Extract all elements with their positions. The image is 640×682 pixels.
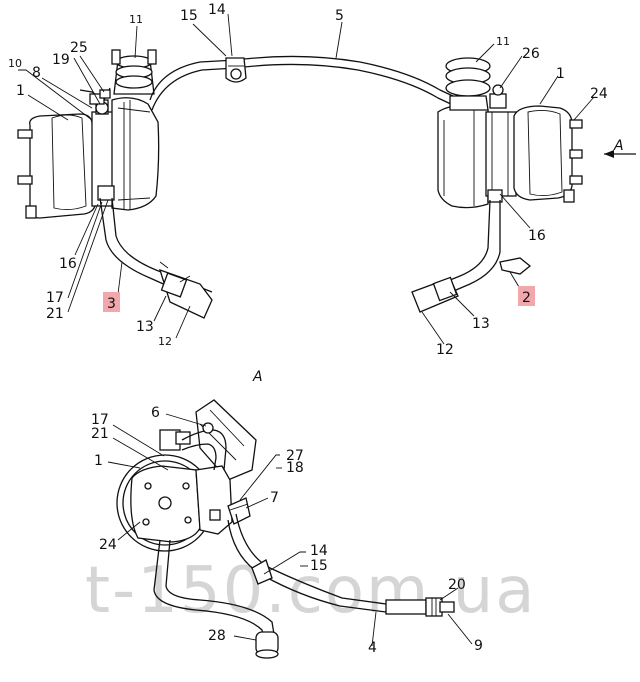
- label-25: 25: [70, 40, 88, 56]
- label-28: 28: [208, 628, 226, 644]
- label-17-top: 17: [46, 290, 64, 306]
- highlight-box-3: [103, 292, 120, 312]
- highlight-box-2: [518, 286, 535, 306]
- label-18: 18: [286, 460, 304, 476]
- label-1-view-a: 1: [94, 453, 103, 469]
- watermark: t-150.com.ua: [85, 554, 537, 628]
- view-arrow-a: A: [604, 138, 636, 158]
- right-turbocharger: [411, 57, 583, 313]
- label-12-left: 12: [158, 335, 172, 348]
- label-7: 7: [270, 490, 279, 506]
- label-24-view-a: 24: [99, 537, 117, 553]
- label-16-right: 16: [528, 228, 546, 244]
- label-27: 27: [286, 448, 304, 464]
- label-6: 6: [151, 405, 160, 421]
- view-a-assembly: [116, 399, 455, 659]
- label-11-top-left: 11: [129, 13, 143, 26]
- label-15-top: 15: [180, 8, 198, 24]
- label-5: 5: [335, 8, 344, 24]
- view-a-title: A: [252, 369, 263, 385]
- label-16-left: 16: [59, 256, 77, 272]
- label-14-view-a: 14: [310, 543, 328, 559]
- label-8: 8: [32, 65, 41, 81]
- label-26: 26: [522, 46, 540, 62]
- label-21-top: 21: [46, 306, 64, 322]
- label-11-top-right: 11: [496, 35, 510, 48]
- label-13-right: 13: [472, 316, 490, 332]
- part-labels: 11 15 14 5 10 8 19 25 1 16 17 21 3 13 12…: [8, 2, 608, 656]
- label-20: 20: [448, 577, 466, 593]
- left-turbocharger: [17, 49, 213, 319]
- label-19: 19: [52, 52, 70, 68]
- oil-supply-line: [149, 55, 471, 113]
- label-1-top-right: 1: [556, 66, 565, 82]
- label-12-right: 12: [436, 342, 454, 358]
- label-1-top-left: 1: [16, 83, 25, 99]
- label-15-view-a: 15: [310, 558, 328, 574]
- label-4: 4: [368, 640, 377, 656]
- label-9: 9: [474, 638, 483, 654]
- label-3: 3: [107, 296, 116, 312]
- label-13-left: 13: [136, 319, 154, 335]
- view-arrow-label: A: [613, 138, 624, 154]
- label-10: 10: [8, 57, 22, 70]
- leader-lines: [18, 13, 595, 647]
- label-17-view-a: 17: [91, 412, 109, 428]
- label-2: 2: [522, 290, 531, 306]
- label-24-top: 24: [590, 86, 608, 102]
- label-21-view-a: 21: [91, 426, 109, 442]
- label-14-top: 14: [208, 2, 226, 18]
